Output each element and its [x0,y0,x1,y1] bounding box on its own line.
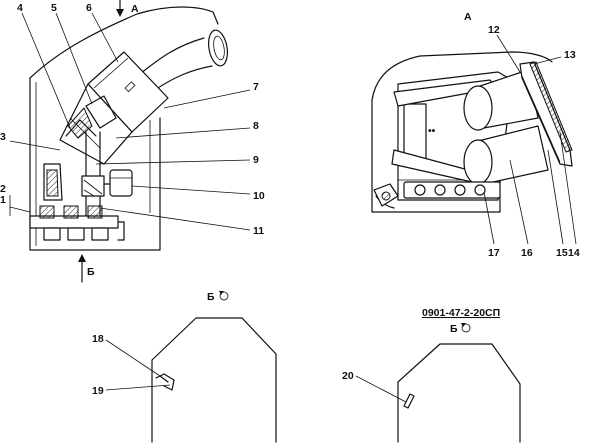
callout-10: 10 [253,190,265,202]
callout-12: 12 [488,24,500,36]
view-a-title: А [464,11,472,23]
callout-1: 1 [0,194,6,206]
callout-8: 8 [253,120,259,132]
side-view-assembly [29,6,228,251]
callout-19: 19 [92,385,104,397]
view-b2-title: Б [450,323,458,335]
callout-7: 7 [253,81,259,93]
callout-15: 15 [556,247,568,259]
callout-5: 5 [51,2,57,14]
callout-16: 16 [521,247,533,259]
view-b2: 0901-47-2-20СП Б 20 [342,307,521,443]
callouts-left: 1 2 3 4 5 6 7 8 9 10 11 [0,2,265,237]
callout-3: 3 [0,131,6,143]
view-b1-rotate-icon [219,291,229,301]
callout-6: 6 [86,2,92,14]
callout-4: 4 [17,2,23,14]
view-arrow-a: А [116,0,139,17]
view-arrow-b: Б [78,254,95,283]
callout-20: 20 [342,370,354,382]
view-b1: Б 18 19 [92,291,277,443]
drawing-code: 0901-47-2-20СП [422,307,500,319]
view-a-assembly: •• [371,51,573,213]
callout-14: 14 [568,247,580,259]
view-b2-rotate-icon [461,323,471,333]
view-b1-title: Б [207,291,215,303]
view-arrow-b-label: Б [87,266,95,278]
callout-9: 9 [253,154,259,166]
callout-13: 13 [564,49,576,61]
callout-18: 18 [92,333,104,345]
callout-2: 2 [0,183,6,195]
callout-17: 17 [488,247,500,259]
callouts-right: 12 13 14 15 16 17 [483,24,580,259]
callout-11: 11 [253,225,264,237]
view-a-marker-dots: •• [428,125,436,137]
view-arrow-a-label: А [131,3,139,15]
